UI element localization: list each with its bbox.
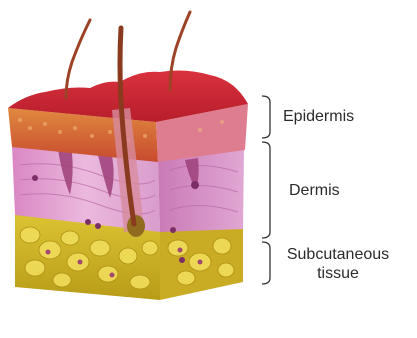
subcutaneous-bracket	[262, 242, 270, 284]
hair-bulb	[127, 215, 145, 237]
dermis-label: Dermis	[289, 181, 340, 200]
subcutaneous-label-line2: tissue	[283, 264, 393, 283]
dermis-bracket	[262, 142, 270, 238]
epidermis-bracket	[262, 96, 270, 138]
layer-brackets	[262, 96, 270, 284]
epidermis-label: Epidermis	[283, 107, 354, 126]
subcutaneous-tissue-label: Subcutaneous tissue	[283, 245, 393, 283]
subcutaneous-label-line1: Subcutaneous	[283, 245, 393, 264]
hair-shaft-left	[66, 20, 90, 98]
